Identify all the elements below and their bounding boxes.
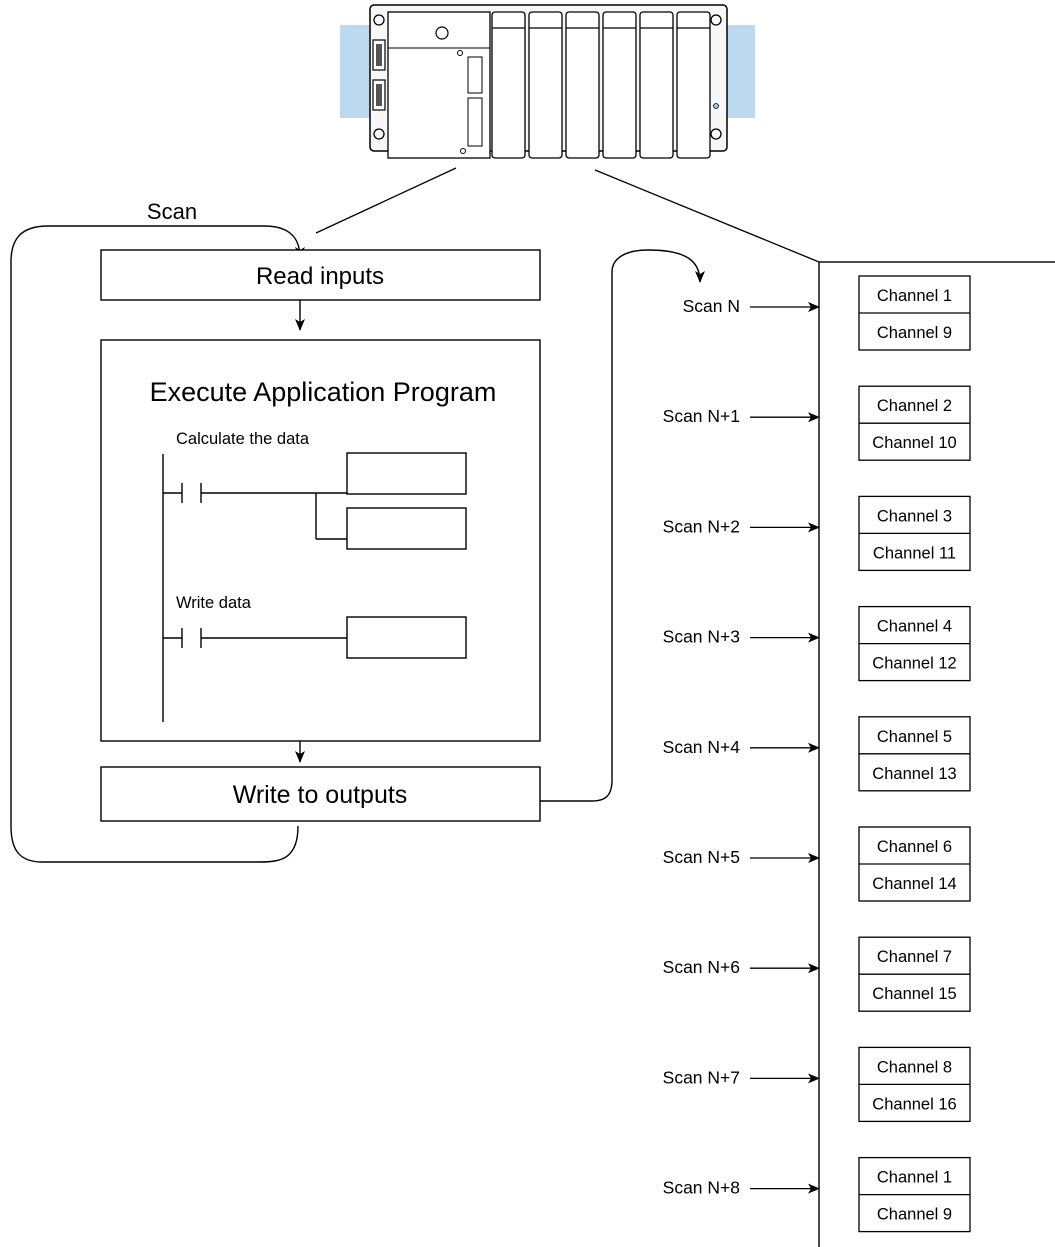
scan-label: Scan N+8: [663, 1178, 740, 1198]
indicator-icon: [435, 26, 449, 40]
channel-bottom-label: Channel 15: [872, 985, 956, 1003]
channel-row: Scan N+8 Channel 1 Channel 9: [663, 1156, 971, 1233]
channel-top-label: Channel 1: [877, 1169, 952, 1187]
plc-rack-illustration: [340, 4, 755, 159]
channel-row: Scan N+6 Channel 7 Channel 15: [663, 936, 971, 1012]
rack-bracket-right: [723, 25, 755, 118]
scan-label: Scan N: [683, 296, 740, 316]
mount-hole-icon: [710, 14, 722, 26]
scan-label: Scan N+6: [663, 957, 740, 977]
indicator-icon: [457, 50, 463, 56]
channel-row: Scan N+4 Channel 5 Channel 13: [663, 716, 971, 792]
mount-hole-icon: [373, 14, 385, 26]
status-led-icon: [713, 103, 719, 109]
scan-label: Scan N+4: [663, 737, 741, 757]
channel-row: Scan N+7 Channel 8 Channel 16: [663, 1046, 971, 1123]
io-module-slots: [491, 11, 711, 159]
write-data-label: Write data: [176, 594, 252, 612]
channel-row: Scan N+2 Channel 3 Channel 11: [663, 495, 971, 572]
scan-label: Scan N+2: [663, 516, 740, 536]
write-outputs-label: Write to outputs: [233, 781, 408, 809]
ladder-logic: [162, 452, 467, 722]
terminal-block-icon: [467, 56, 483, 94]
channel-bottom-label: Channel 16: [872, 1095, 956, 1113]
callout-line-left: [315, 167, 457, 234]
outputs-to-channels-arrow: [540, 249, 705, 802]
channel-bottom-label: Channel 13: [872, 765, 956, 783]
mount-hole-icon: [373, 128, 385, 140]
channel-bottom-label: Channel 10: [872, 434, 956, 452]
read-inputs-label: Read inputs: [256, 263, 384, 290]
scan-label: Scan N+7: [663, 1067, 740, 1087]
channel-top-label: Channel 7: [877, 948, 952, 966]
channel-top-label: Channel 5: [877, 728, 952, 746]
scan-label: Scan N+1: [663, 406, 740, 426]
channel-row: Scan N Channel 1 Channel 9: [683, 275, 971, 351]
channel-row: Scan N+5 Channel 6 Channel 14: [663, 826, 971, 902]
channel-top-label: Channel 4: [877, 618, 952, 636]
channel-top-label: Channel 1: [877, 287, 952, 305]
channel-row: Scan N+1 Channel 2 Channel 10: [663, 385, 971, 461]
execute-program-box: [100, 339, 541, 742]
scan-loop-arrow: [10, 225, 305, 863]
calculate-data-label: Calculate the data: [176, 430, 310, 448]
write-outputs-box: [100, 766, 541, 822]
rack-bracket-left: [340, 25, 372, 118]
channel-row: Scan N+3 Channel 4 Channel 12: [663, 605, 971, 682]
channel-bottom-label: Channel 9: [877, 324, 952, 342]
channel-top-label: Channel 6: [877, 838, 952, 856]
channel-top-label: Channel 2: [877, 397, 952, 415]
channel-bottom-label: Channel 12: [872, 655, 956, 673]
scan-label: Scan: [147, 199, 197, 224]
terminal-block-icon: [467, 97, 483, 147]
mount-hole-icon: [710, 128, 722, 140]
scan-label: Scan N+3: [663, 627, 740, 647]
output-coil-box: [346, 616, 467, 659]
channel-bottom-label: Channel 14: [872, 875, 956, 893]
execute-program-title: Execute Application Program: [150, 377, 497, 407]
channel-top-label: Channel 8: [877, 1058, 952, 1076]
output-coil-box: [346, 507, 467, 550]
scan-label: Scan N+5: [663, 847, 740, 867]
output-coil-box: [346, 452, 467, 495]
callout-line-right: [594, 169, 820, 263]
channel-bottom-label: Channel 11: [873, 544, 956, 562]
channel-top-label: Channel 3: [877, 507, 952, 525]
channel-bottom-label: Channel 9: [877, 1206, 952, 1224]
read-inputs-box: [100, 249, 541, 301]
